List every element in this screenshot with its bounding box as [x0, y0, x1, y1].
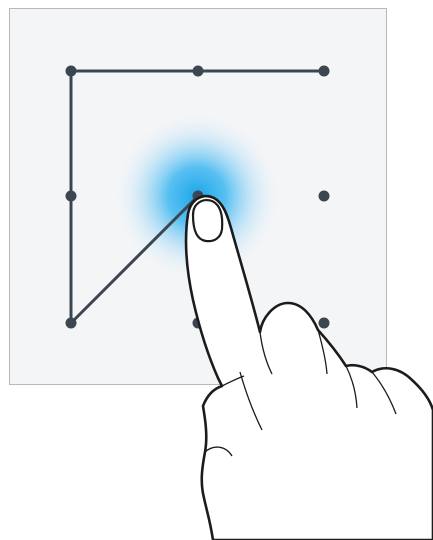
pattern-dot-9[interactable]	[319, 318, 330, 329]
pattern-dot-3[interactable]	[319, 66, 330, 77]
pattern-dot-6[interactable]	[319, 191, 330, 202]
pattern-dot-4[interactable]	[66, 191, 77, 202]
pattern-dot-2[interactable]	[193, 66, 204, 77]
hand-pointer-icon	[186, 196, 433, 540]
pattern-dot-7[interactable]	[66, 318, 77, 329]
pattern-dot-1[interactable]	[66, 66, 77, 77]
